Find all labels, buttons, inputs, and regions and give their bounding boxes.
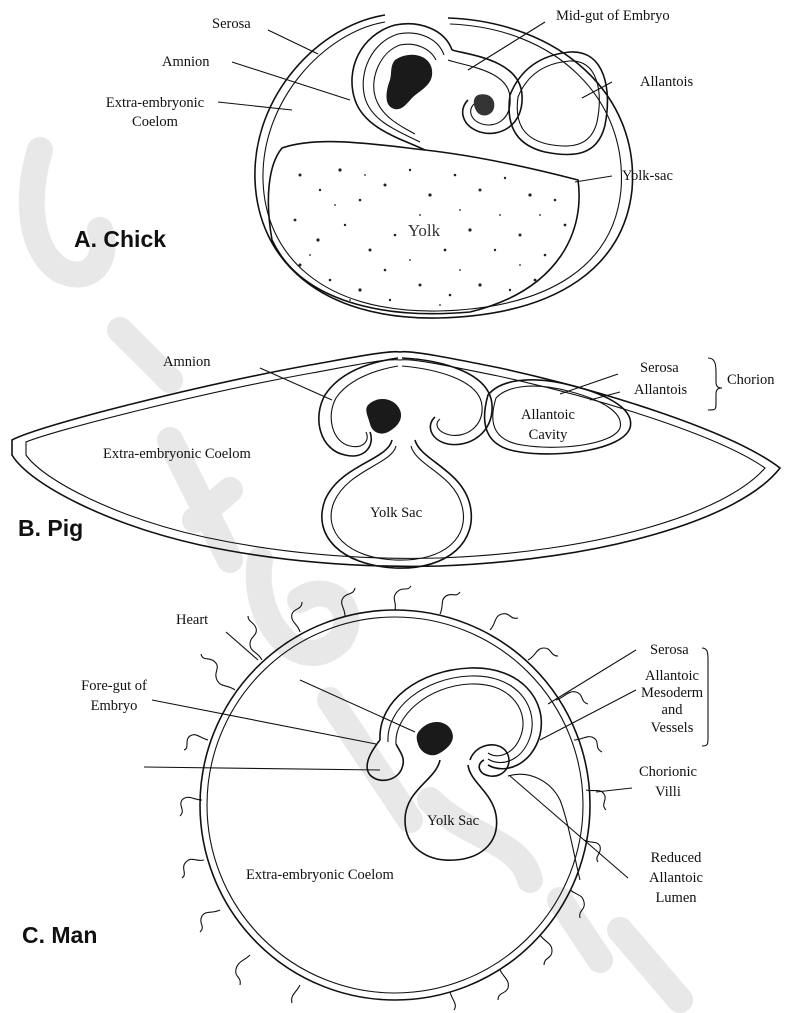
pig-panel-title: B. Pig	[18, 515, 83, 541]
pig-embryo-body	[366, 399, 401, 434]
chick-amnion-right-inner	[448, 60, 510, 125]
pig-coelom-label: Extra-embryonic Coelom	[103, 446, 251, 462]
man-embryo-body	[417, 722, 453, 755]
man-serosa-label: Serosa	[650, 642, 689, 658]
man-reduced-lumen-label-2: Allantoic	[649, 870, 703, 886]
chick-serosa-inner	[263, 22, 622, 311]
man-panel-title: C. Man	[22, 922, 97, 948]
pig-chorion-label: Chorion	[727, 372, 775, 388]
man-villi-leader	[596, 788, 632, 792]
pig-serosa-label: Serosa	[640, 360, 679, 376]
chick-serosa-leader	[268, 30, 318, 54]
pig-amnion-label: Amnion	[163, 354, 211, 370]
chick-amnion-label: Amnion	[162, 54, 210, 70]
chick-allantois-inner	[517, 61, 599, 146]
pig-allantoic-cavity-label-1: Allantoic	[521, 407, 575, 423]
pig-allantoic-cavity-label-2: Cavity	[529, 427, 568, 443]
man-allantoic-mesoderm-label-2: Mesoderm	[641, 685, 704, 701]
chick-serosa-label: Serosa	[212, 16, 251, 32]
man-serosa-leader	[548, 650, 636, 704]
chick-coelom-label-2: Coelom	[132, 114, 179, 130]
chick-embryo-body	[387, 55, 433, 109]
chick-yolksac-label: Yolk-sac	[622, 168, 673, 184]
panel-pig: Amnion Serosa Allantois Chorion Allantoi…	[12, 352, 780, 568]
chick-midgut-leader	[468, 22, 545, 70]
man-foregut-label-1: Fore-gut of	[81, 678, 147, 694]
chick-coelom-label-1: Extra-embryonic	[106, 95, 204, 111]
man-amnion-inner	[396, 684, 523, 756]
man-foregut-label-2: Embryo	[91, 698, 138, 714]
man-reduced-lumen-label-3: Lumen	[655, 890, 697, 906]
pig-amnion-leader	[260, 368, 332, 400]
chick-coelom-leader	[218, 102, 292, 110]
man-chorionic-villi-label-2: Villi	[655, 784, 681, 800]
man-reduced-lumen-label-1: Reduced	[651, 850, 702, 866]
panel-chick: Serosa Mid-gut of Embryo Amnion Allantoi…	[74, 8, 694, 318]
pig-allantois-label: Allantois	[634, 382, 688, 398]
man-chorionic-villi-label-1: Chorionic	[639, 764, 697, 780]
man-unlabeled-leader	[144, 767, 380, 770]
chick-allantois	[509, 52, 607, 155]
pig-yolksac-label: Yolk Sac	[370, 505, 422, 521]
pig-chorion-bracket	[708, 358, 722, 410]
man-allantoic-mesoderm-label-1: Allantoic	[645, 668, 699, 684]
man-allantoic-mesoderm-label-4: Vessels	[651, 720, 694, 736]
pig-yolk-sac-inner	[331, 446, 463, 560]
chick-allantois-label: Allantois	[640, 74, 694, 90]
man-mesoderm-leader	[540, 690, 636, 740]
chick-amnion-leader	[232, 62, 350, 100]
chick-yolk-label: Yolk	[408, 221, 441, 240]
man-amnion-mid	[388, 676, 532, 763]
chick-panel-title: A. Chick	[74, 226, 166, 252]
pig-amnion-right	[402, 358, 492, 445]
chick-embryo-tail	[474, 94, 495, 115]
man-heart-label: Heart	[176, 612, 208, 628]
man-allantoic-mesoderm-label-3: and	[662, 702, 684, 718]
man-yolksac-label: Yolk Sac	[427, 813, 479, 829]
chick-midgut-label: Mid-gut of Embryo	[556, 8, 670, 24]
pig-amnion-right-inner	[402, 366, 482, 435]
chick-yolksac-leader	[575, 176, 612, 182]
man-coelom-label: Extra-embryonic Coelom	[246, 867, 394, 883]
